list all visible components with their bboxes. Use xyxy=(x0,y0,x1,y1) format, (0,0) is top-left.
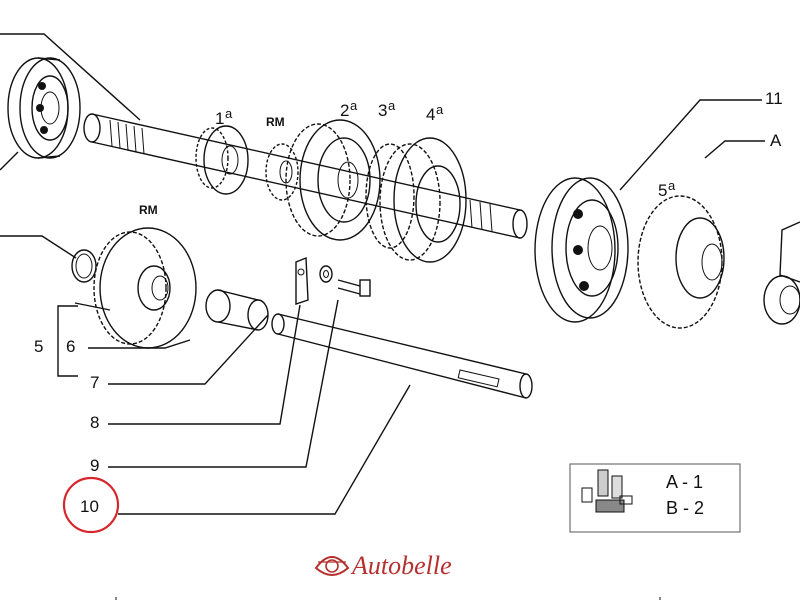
gear-3rd xyxy=(365,143,415,249)
label-gear-5-sup: a xyxy=(668,178,676,193)
gear-4th xyxy=(379,137,467,263)
callout-11: 11 xyxy=(765,89,783,108)
label-gear-4: 4 xyxy=(426,105,435,124)
label-gear-5: 5 xyxy=(658,181,667,200)
label-gear-3-sup: a xyxy=(388,98,396,113)
bolt xyxy=(337,279,371,297)
washer xyxy=(319,265,333,283)
label-gear-4-sup: a xyxy=(436,102,444,117)
label-gear-1-sup: a xyxy=(225,106,233,121)
partial-part-right xyxy=(763,221,800,325)
label-rm-left: RM xyxy=(139,203,158,217)
reverse-idler-gear xyxy=(93,227,197,349)
gear-2nd xyxy=(285,119,381,241)
label-gear-2: 2 xyxy=(340,101,349,120)
callouts: 11 A 5 6 7 8 9 10 xyxy=(34,89,783,516)
label-gear-3: 3 xyxy=(378,101,387,120)
callout-7: 7 xyxy=(90,373,99,392)
callout-10: 10 xyxy=(80,497,99,516)
leader-lines xyxy=(0,33,765,515)
label-gear-2-sup: a xyxy=(350,98,358,113)
highlight-circle xyxy=(62,476,120,534)
callout-a: A xyxy=(770,131,782,150)
gear-1st xyxy=(195,125,249,195)
callout-9: 9 xyxy=(90,456,99,475)
reverse-shaft xyxy=(271,313,533,399)
bracket xyxy=(295,256,309,305)
callout-5: 5 xyxy=(34,337,43,356)
label-rm-top: RM xyxy=(266,115,285,129)
main-shaft xyxy=(83,113,528,239)
callout-6: 6 xyxy=(66,337,75,356)
legend-row-a: A - 1 xyxy=(666,472,703,492)
snap-ring xyxy=(71,249,97,283)
legend-box: A - 1 B - 2 xyxy=(569,463,741,533)
legend-row-b: B - 2 xyxy=(666,498,704,518)
brand-watermark: Autobelle xyxy=(314,551,452,580)
gear-reverse-top xyxy=(265,143,299,201)
bushing xyxy=(205,289,269,331)
callout-8: 8 xyxy=(90,413,99,432)
brand-name: Autobelle xyxy=(350,551,452,580)
label-gear-1: 1 xyxy=(215,109,224,128)
kit-parts-icon xyxy=(581,469,633,513)
left-bearing xyxy=(7,57,81,159)
brand-logo-icon xyxy=(314,556,350,576)
right-bearing xyxy=(534,177,629,323)
gear-5th xyxy=(637,195,725,329)
gear-labels: 1 a RM 2 a 3 a 4 a 5 a RM xyxy=(139,98,676,217)
